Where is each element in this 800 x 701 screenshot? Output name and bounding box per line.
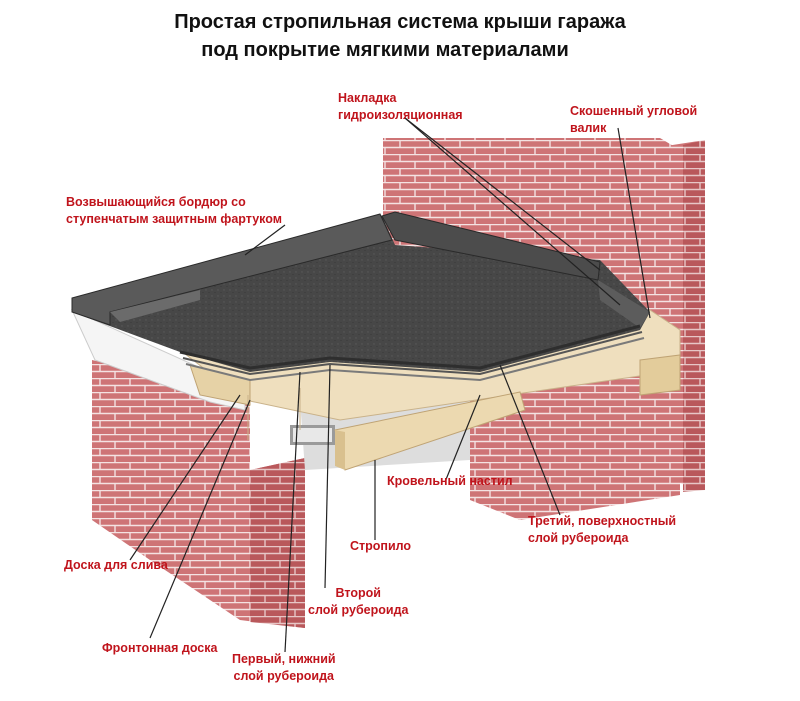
label-third-layer: Третий, поверхностный слой рубероида [528, 514, 677, 545]
leader-border [244, 224, 286, 256]
first-layer-edge [179, 324, 641, 370]
leader-deck [444, 394, 481, 483]
label-fillet: Скошенный угловой валик [570, 104, 698, 135]
diagram-title: Простая стропильная система крыши гаража… [0, 8, 800, 64]
label-overlay: Накладка гидроизоляционная [338, 91, 463, 122]
title-line-1: Простая стропильная система крыши гаража [174, 11, 626, 33]
leader-third-layer [499, 364, 561, 516]
second-layer-edge [182, 331, 643, 376]
label-border: Возвышающийся бордюр со ступенчатым защи… [66, 195, 282, 226]
label-second-layer: Второй слой рубероида [308, 586, 409, 617]
support-beam [639, 354, 681, 396]
label-deck: Кровельный настил [387, 474, 513, 488]
leader-fascia [149, 399, 251, 639]
border-apron [110, 290, 200, 322]
leader-second-layer [324, 364, 331, 589]
angle-fillet [598, 280, 650, 328]
leader-fillet [617, 127, 651, 319]
title-line-2: под покрытие мягкими материалами [201, 39, 569, 61]
leader-first-layer [284, 371, 301, 653]
wall-upturn [381, 211, 601, 281]
leader-overlay-2 [404, 117, 621, 306]
left-brick-wall-side [250, 458, 305, 628]
leader-drip-board [129, 394, 241, 561]
label-rafter: Стропило [350, 539, 412, 553]
right-brick-pier-side [683, 140, 705, 492]
rafter-end [335, 430, 345, 470]
label-fascia: Фронтонная доска [102, 641, 218, 655]
label-drip-board: Доска для слива [64, 558, 168, 572]
leader-overlay [404, 117, 601, 271]
label-first-layer: Первый, нижний слой рубероида [232, 652, 336, 683]
